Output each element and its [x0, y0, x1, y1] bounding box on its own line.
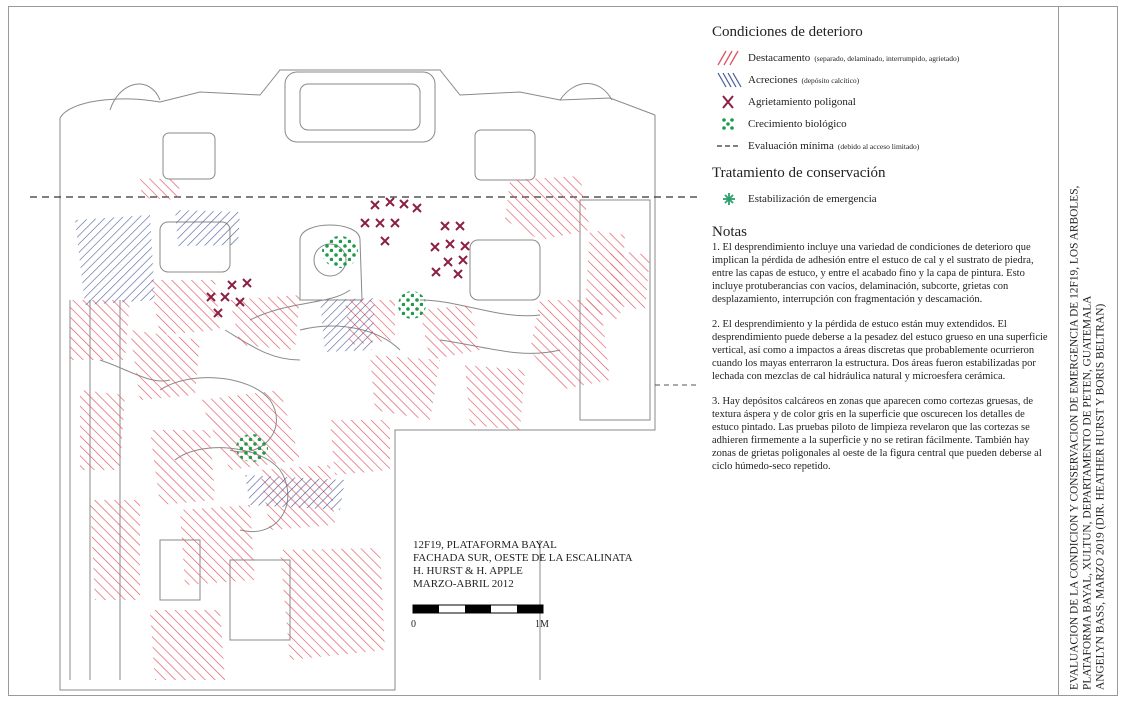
accretion-zones — [75, 210, 375, 510]
legend-label: Acreciones — [748, 74, 798, 86]
polygonal-cracking-marks — [206, 197, 470, 318]
legend-label: Estabilización de emergencia — [748, 193, 877, 205]
asterisk-icon — [723, 193, 735, 205]
caption-line: MARZO-ABRIL 2012 — [413, 578, 514, 590]
deterioration-title: Condiciones de deterioro — [712, 24, 863, 40]
facade-drawing — [30, 69, 700, 691]
sheet-title: EVALUACION DE LA CONDICION Y CONSERVACIO… — [1069, 10, 1108, 690]
legend-note: (debido al acceso limitado) — [837, 141, 920, 151]
drawing-caption: 12F19, PLATAFORMA BAYAL FACHADA SUR, OES… — [413, 539, 633, 591]
caption-line: H. HURST & H. APPLE — [413, 565, 523, 577]
legend-label: Agrietamiento poligonal — [748, 96, 856, 108]
legend-item-detachment: Destacamento (separado, delaminado, inte… — [716, 47, 1052, 69]
legend-label: Evaluación mínima — [748, 140, 834, 152]
legend-item-emergency-stabilization: Estabilización de emergencia — [716, 188, 1052, 210]
detachment-zones — [70, 176, 650, 680]
scale-end-label: 1M — [535, 619, 549, 630]
legend-item-biological-growth: Crecimiento biológico — [716, 113, 1052, 135]
title-strip-divider — [1058, 6, 1059, 696]
sheet-border — [8, 6, 1118, 696]
notes-title: Notas — [712, 224, 747, 240]
legend-note: (separado, delaminado, interrumpido, agr… — [814, 53, 960, 63]
scale-start-label: 0 — [411, 619, 416, 630]
facade-outline — [59, 69, 656, 691]
blue-hatch-icon — [717, 72, 742, 88]
scale-bar — [412, 604, 544, 614]
red-hatch-icon — [717, 50, 739, 66]
note-1: 1. El desprendimiento incluye una varied… — [712, 242, 1034, 305]
sheet-title-line: EVALUACION DE LA CONDICION Y CONSERVACIO… — [1068, 185, 1081, 690]
dashed-line-icon — [717, 145, 741, 147]
legend-item-accretion: Acreciones (depósito calcítico) — [716, 69, 1052, 91]
biological-growth-zones — [236, 236, 426, 462]
sheet-title-line: PLATAFORMA BAYAL, XULTUN, DEPARTAMENTO D… — [1081, 295, 1094, 690]
x-mark-icon — [722, 95, 734, 109]
legend: Condiciones de deterioro Destacamento (s… — [712, 18, 1052, 485]
legend-item-polygonal-cracking: Agrietamiento poligonal — [716, 91, 1052, 113]
legend-note: (depósito calcítico) — [801, 75, 860, 85]
legend-item-minimum-evaluation: Evaluación mínima (debido al acceso limi… — [716, 135, 1052, 157]
caption-line: 12F19, PLATAFORMA BAYAL — [413, 539, 557, 551]
caption-line: FACHADA SUR, OESTE DE LA ESCALINATA — [413, 552, 633, 564]
legend-label: Destacamento — [748, 52, 811, 64]
legend-label: Crecimiento biológico — [748, 118, 847, 130]
green-dots-icon — [722, 118, 734, 130]
note-3: 3. Hay depósitos calcáreos en zonas que … — [712, 396, 1042, 472]
sheet-title-line: ANGELYN BASS, MARZO 2019 (DIR. HEATHER H… — [1094, 303, 1107, 690]
note-2: 2. El desprendimiento y la pérdida de es… — [712, 319, 1048, 382]
treatment-title: Tratamiento de conservación — [712, 165, 886, 181]
